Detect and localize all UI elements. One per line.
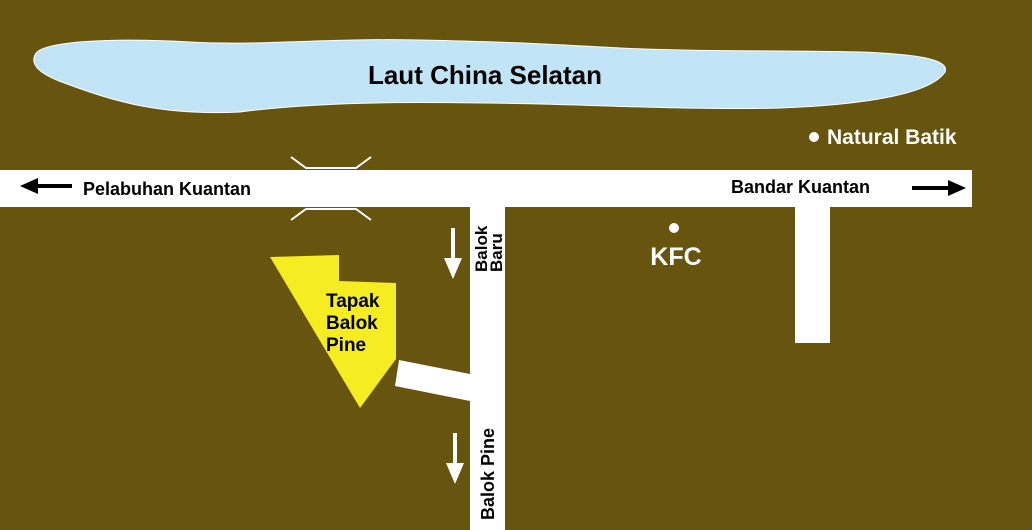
arrow-down-icon	[446, 433, 464, 484]
natural-batik-label: Natural Batik	[827, 126, 957, 149]
balok-baru-label: Balok Baru	[472, 221, 506, 272]
balok-road	[470, 207, 505, 530]
sea-label: Laut China Selatan	[368, 60, 602, 90]
main-road	[0, 170, 972, 207]
pelabuhan-label: Pelabuhan Kuantan	[83, 179, 251, 199]
bridge-icon	[290, 156, 372, 221]
arrow-right-icon	[912, 180, 966, 196]
sea-area	[33, 39, 946, 114]
side-road	[795, 207, 830, 343]
arrow-left-icon	[20, 178, 72, 194]
balok-pine-label: Balok Pine	[478, 428, 498, 520]
natural-batik-marker	[809, 132, 819, 142]
kfc-label: KFC	[650, 243, 701, 271]
bandar-label: Bandar Kuantan	[731, 177, 870, 197]
kfc-marker	[669, 223, 679, 233]
site-access-road	[395, 360, 470, 401]
site-label: Tapak Balok Pine	[326, 291, 385, 356]
site-tapak-balok-pine	[270, 255, 396, 408]
arrow-down-icon	[444, 228, 462, 279]
